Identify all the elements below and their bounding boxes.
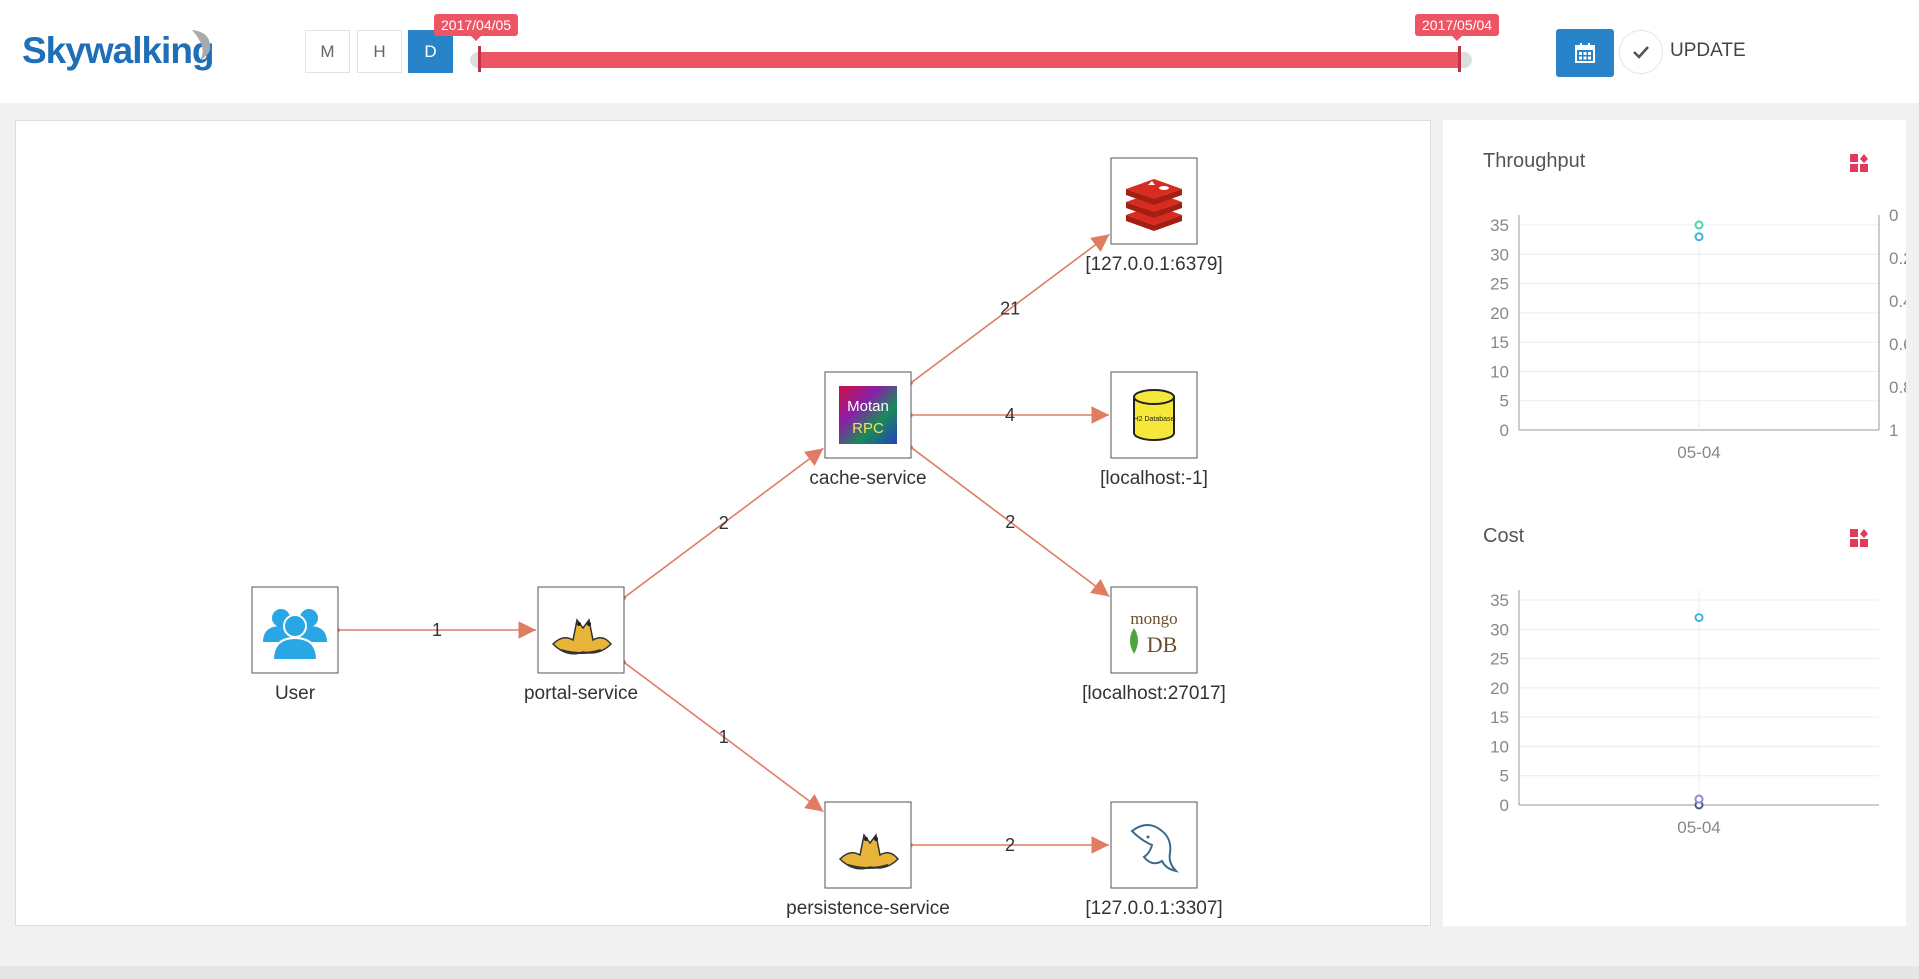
h2-icon-text: H2 Database — [1134, 416, 1175, 423]
logo-arc-icon — [192, 30, 211, 60]
mongo-text: mongo — [1130, 609, 1177, 628]
edge-cache-redis[interactable] — [910, 233, 1110, 384]
edge-call-count: 1 — [719, 727, 729, 747]
apply-check-button[interactable] — [1619, 30, 1663, 74]
start-date-tag: 2017/04/05 — [434, 14, 519, 41]
y-tick-label: 30 — [1490, 245, 1509, 264]
y-tick-label: 5 — [1500, 767, 1509, 786]
y-tick-label: 15 — [1490, 333, 1509, 352]
edge-call-count: 1 — [432, 620, 442, 640]
tomcat-icon — [551, 618, 613, 655]
mysql-icon — [1130, 824, 1180, 873]
y-tick-label: 10 — [1490, 362, 1509, 381]
y2-tick-label: 0 — [1889, 206, 1898, 225]
tomcat-icon — [838, 833, 900, 870]
skywalking-logo[interactable]: Skywalking — [22, 30, 215, 71]
timeline-end-handle[interactable] — [1458, 46, 1461, 72]
node-mysql[interactable]: [127.0.0.1:3307] — [1085, 801, 1223, 919]
node-persistence[interactable]: persistence-service — [786, 801, 950, 919]
end-date-tag: 2017/05/04 — [1415, 14, 1500, 41]
y-tick-label: 5 — [1500, 392, 1509, 411]
y2-tick-label: 0.4 — [1889, 292, 1906, 311]
node-label: [127.0.0.1:3307] — [1085, 898, 1222, 919]
rpc-text: RPC — [852, 420, 884, 437]
y2-tick-label: 0.6 — [1889, 335, 1906, 354]
h2-database-icon: H2 Database — [1133, 389, 1175, 441]
edge-call-count: 2 — [1005, 512, 1015, 532]
node-label: [127.0.0.1:6379] — [1085, 254, 1222, 275]
calendar-icon — [1575, 43, 1595, 63]
users-icon — [263, 609, 327, 661]
calendar-button[interactable] — [1556, 29, 1614, 77]
y-tick-label: 0 — [1500, 796, 1509, 815]
y-tick-label: 20 — [1490, 304, 1509, 323]
node-portal[interactable]: portal-service — [524, 586, 638, 704]
redis-icon — [1126, 179, 1182, 231]
node-box[interactable] — [1110, 801, 1198, 889]
edge-portal-persistence[interactable] — [623, 661, 824, 813]
timeline-start-handle[interactable] — [478, 46, 481, 72]
db-text: DB — [1147, 632, 1178, 657]
node-box[interactable] — [1110, 586, 1198, 674]
node-h2[interactable]: H2 Database [localhost:-1] — [1100, 371, 1208, 489]
node-label: cache-service — [809, 468, 926, 489]
check-icon — [1633, 46, 1649, 59]
x-tick-label: 05-04 — [1677, 818, 1720, 837]
timeline-selected-range[interactable] — [480, 52, 1461, 68]
y-tick-label: 0 — [1500, 421, 1509, 440]
node-label: [localhost:-1] — [1100, 468, 1208, 489]
range-button-hour[interactable]: H — [357, 30, 402, 73]
y2-tick-label: 1 — [1889, 421, 1898, 440]
node-redis[interactable]: [127.0.0.1:6379] — [1085, 157, 1223, 275]
y-tick-label: 35 — [1490, 591, 1509, 610]
node-label: portal-service — [524, 683, 638, 704]
throughput-chart: 0510152025303500.20.40.60.8105-04success… — [1490, 206, 1906, 462]
y-tick-label: 30 — [1490, 620, 1509, 639]
edge-call-count: 21 — [1000, 299, 1020, 319]
edge-call-count: 2 — [719, 513, 729, 533]
edge-portal-cache[interactable] — [623, 447, 824, 599]
y-tick-label: 20 — [1490, 679, 1509, 698]
y-tick-label: 25 — [1490, 650, 1509, 669]
header: Skywalking M H D 2017/04/05 2017/05/04 U… — [0, 0, 1919, 103]
y-tick-label: 25 — [1490, 275, 1509, 294]
node-user[interactable]: User — [251, 586, 339, 704]
metrics-panel: Throughput 0510152025303500.20.40.60.810… — [1443, 120, 1906, 926]
node-label: User — [275, 683, 316, 704]
throughput-chart-title: Throughput — [1483, 150, 1586, 172]
x-tick-label: 05-04 — [1677, 443, 1720, 462]
range-button-day[interactable]: D — [408, 30, 453, 73]
cost-chart-title: Cost — [1483, 525, 1525, 547]
footer-strip — [0, 966, 1919, 979]
update-button-label[interactable]: UPDATE — [1670, 40, 1746, 61]
data-point-error[interactable] — [1694, 220, 1704, 230]
magic-type-icon[interactable] — [1849, 528, 1869, 548]
edge-call-count: 2 — [1005, 835, 1015, 855]
range-button-month[interactable]: M — [305, 30, 350, 73]
motan-text: Motan — [847, 398, 889, 415]
y-tick-label: 10 — [1490, 737, 1509, 756]
data-point-1s[interactable] — [1694, 613, 1704, 623]
magic-type-icon[interactable] — [1849, 153, 1869, 173]
y2-tick-label: 0.2 — [1889, 249, 1906, 268]
data-point-success[interactable] — [1694, 232, 1704, 242]
edge-cache-mongo[interactable] — [910, 446, 1110, 598]
node-label: [localhost:27017] — [1082, 683, 1226, 704]
node-box[interactable] — [824, 801, 912, 889]
y-tick-label: 15 — [1490, 708, 1509, 727]
data-point-slow[interactable] — [1694, 794, 1704, 804]
node-label: persistence-service — [786, 898, 950, 919]
y-tick-label: 35 — [1490, 216, 1509, 235]
y2-tick-label: 0.8 — [1889, 378, 1906, 397]
edge-call-count: 4 — [1005, 405, 1015, 425]
